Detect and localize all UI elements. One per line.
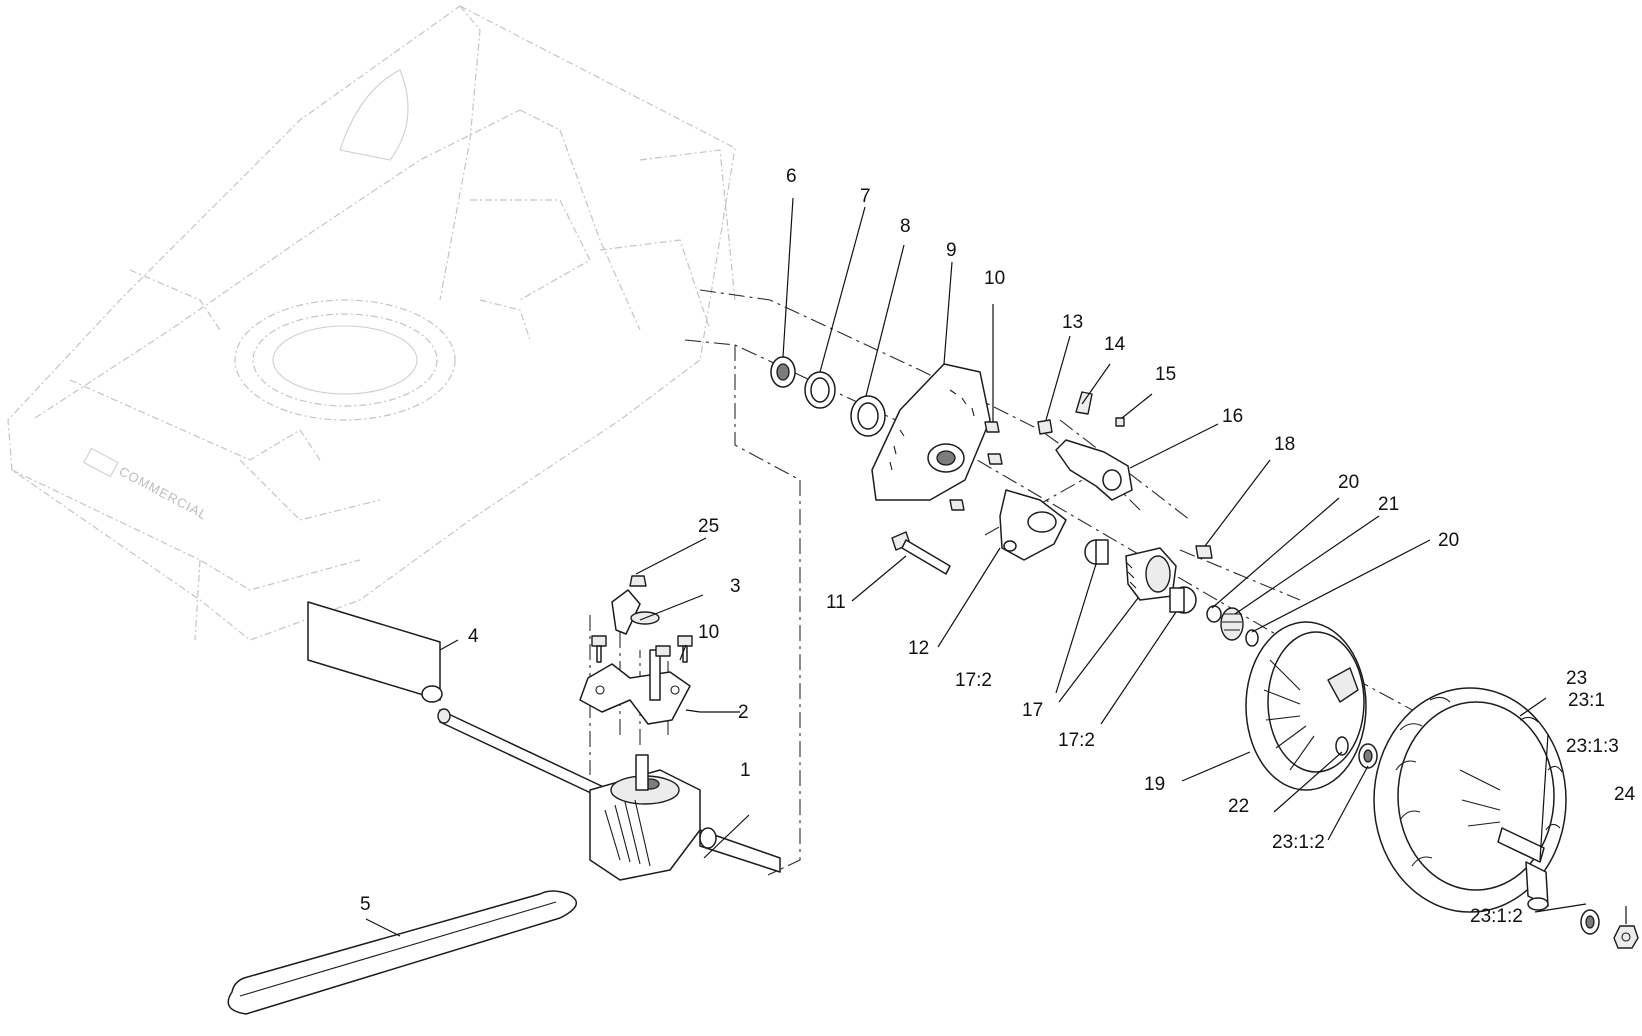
callout-8: 8	[900, 216, 911, 237]
part-23-1-2-bearing-left	[1358, 743, 1378, 769]
callout-6: 6	[786, 166, 797, 187]
part-20-washer-left	[1206, 605, 1222, 623]
callout-7: 7	[860, 186, 871, 207]
callout-17-2-left: 17:2	[955, 670, 992, 691]
mower-deck-outline: COMMERCIAL	[7, 5, 736, 641]
part-19-drive-cup	[1245, 621, 1367, 791]
part-17-2-spacer-right	[1169, 586, 1197, 614]
callout-17-2-right: 17:2	[1058, 730, 1095, 751]
callout-15: 15	[1155, 364, 1176, 385]
part-2-bracket	[579, 649, 691, 791]
callout-23-1-2-right: 23:1:2	[1470, 906, 1523, 927]
callout-22: 22	[1228, 796, 1249, 817]
callout-18: 18	[1274, 434, 1295, 455]
part-1-transmission	[589, 769, 781, 881]
part-23-1-2-bearing-right	[1580, 909, 1600, 935]
callout-23-1-2-left: 23:1:2	[1272, 832, 1325, 853]
part-10-bolts-left	[591, 635, 693, 663]
callout-12: 12	[908, 638, 929, 659]
part-23-wheel	[1373, 687, 1567, 913]
part-4-shaft-cover	[307, 601, 611, 803]
part-5-belt	[227, 890, 577, 1015]
part-18-bolt	[1195, 545, 1213, 559]
part-11-bolt	[891, 531, 951, 575]
callout-10-right: 10	[984, 268, 1005, 289]
callout-5: 5	[360, 894, 371, 915]
part-15-screw	[1115, 417, 1125, 427]
part-17-2-spacer-left	[1084, 539, 1109, 565]
part-23-1-3-bushing	[1525, 861, 1549, 911]
part-16-bracket	[1055, 439, 1133, 501]
part-3-lever	[611, 589, 660, 635]
part-9-height-plate	[871, 363, 991, 501]
callout-20-left: 20	[1338, 472, 1359, 493]
callout-19: 19	[1144, 774, 1165, 795]
callout-13: 13	[1062, 312, 1083, 333]
callout-20-right: 20	[1438, 530, 1459, 551]
part-21-gear	[1220, 607, 1244, 641]
callout-16: 16	[1222, 406, 1243, 427]
callout-25: 25	[698, 516, 719, 537]
leader-lines	[365, 197, 1627, 937]
callout-24: 24	[1614, 784, 1636, 805]
callout-10-left: 10	[698, 622, 719, 643]
callout-23: 23	[1566, 668, 1587, 689]
part-22-washer	[1335, 736, 1349, 756]
callout-23-1-3: 23:1:3	[1566, 736, 1619, 757]
callout-14: 14	[1104, 334, 1126, 355]
callout-11: 11	[826, 592, 846, 613]
callout-17: 17	[1022, 700, 1043, 721]
part-7-ring	[804, 371, 836, 409]
part-12-cam	[999, 489, 1067, 561]
part-10-bolts-right	[949, 421, 1003, 511]
part-6-bushing	[770, 356, 796, 388]
part-20-washer-right	[1245, 629, 1259, 647]
part-17-hub	[1125, 547, 1177, 601]
callout-9: 9	[946, 240, 957, 261]
part-24-nut	[1613, 925, 1639, 949]
part-25-bolt	[629, 575, 647, 587]
callout-1: 1	[740, 760, 751, 781]
part-14-spring-clip	[1075, 391, 1093, 415]
part-13-nut	[1037, 419, 1053, 435]
callout-2: 2	[738, 702, 749, 723]
callout-23-1: 23:1	[1568, 690, 1605, 711]
part-8-washer	[850, 395, 886, 437]
callout-21: 21	[1378, 494, 1399, 515]
deck-brand-text: COMMERCIAL	[117, 463, 211, 522]
callout-labels: 1 2 3 4 5 6 7 8 9 10 10 11 12 13 14 15 1…	[360, 166, 1636, 927]
callout-3: 3	[730, 576, 741, 597]
callout-4: 4	[468, 626, 479, 647]
